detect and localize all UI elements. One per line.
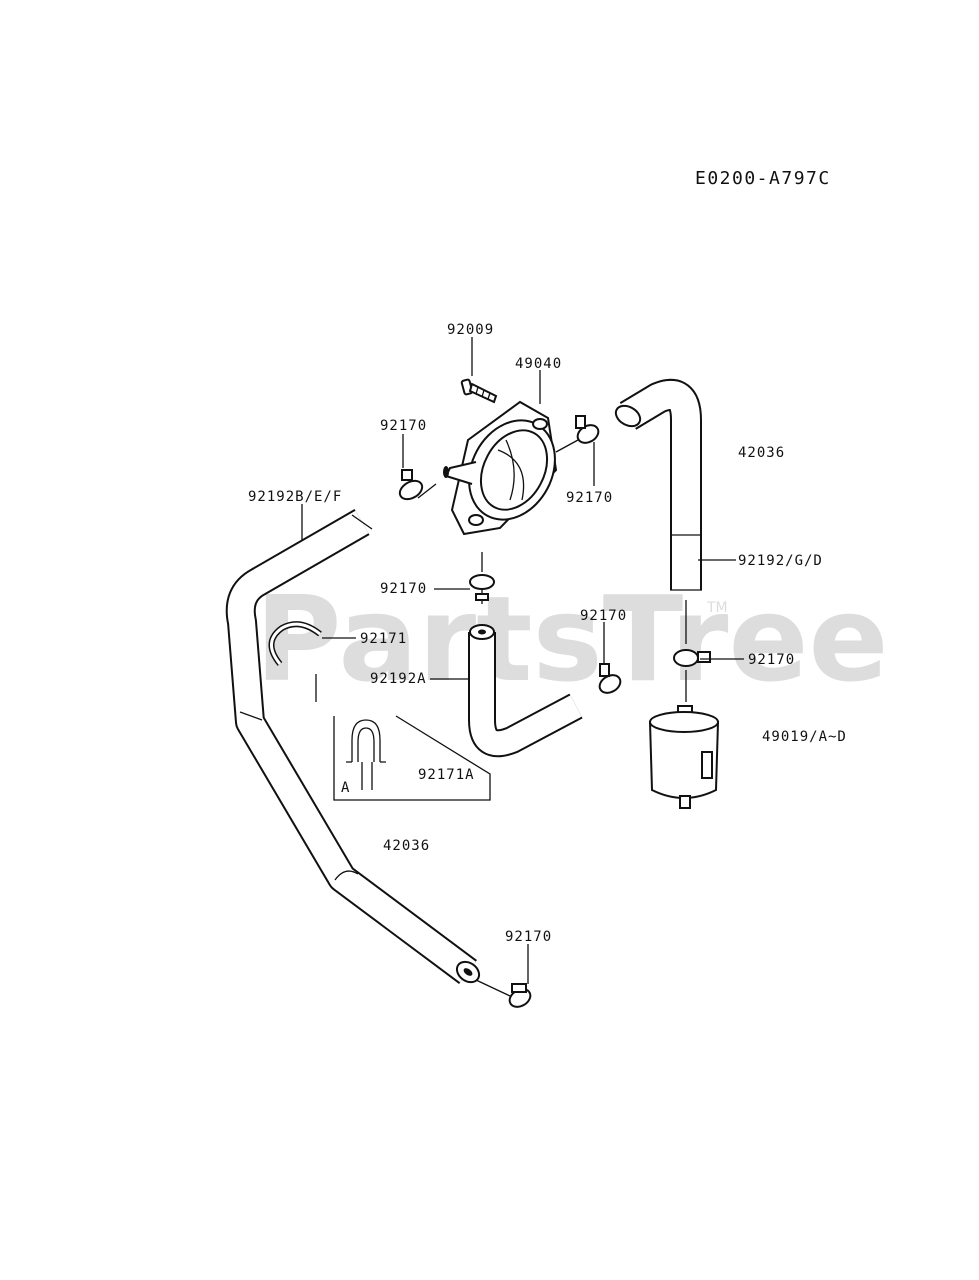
label-92192gd-hose: 92192/G/D: [738, 553, 823, 569]
label-49019-fuel-filter: 49019/A~D: [762, 729, 847, 745]
fuel-filter[interactable]: [648, 705, 720, 809]
label-detail-a: A: [341, 780, 350, 796]
clip-detail-box: [333, 715, 491, 801]
long-fuel-pipe[interactable]: [225, 509, 483, 986]
label-92192a-short-hose: 92192A: [370, 671, 427, 687]
leader-lines: [301, 337, 744, 997]
clamp-filter[interactable]: [673, 649, 711, 667]
label-42036-pipe-lower: 42036: [383, 838, 430, 854]
fuel-pump[interactable]: [443, 400, 572, 536]
clamp-pump-left[interactable]: [397, 469, 426, 503]
diagram-code: E0200-A797C: [695, 168, 831, 189]
clamp-pump-bottom[interactable]: [469, 574, 495, 604]
label-92170-clamp-short-hose: 92170: [580, 608, 627, 624]
screw[interactable]: [460, 378, 498, 404]
label-92171-clip: 92171: [360, 631, 407, 647]
clamp-short-hose[interactable]: [596, 663, 623, 696]
right-fuel-hose[interactable]: [612, 378, 702, 591]
label-92170-clamp-pump-left: 92170: [380, 418, 427, 434]
label-92170-clamp-bottom: 92170: [505, 929, 552, 945]
label-42036-pipe-upper: 42036: [738, 445, 785, 461]
label-92170-clamp-filter: 92170: [748, 652, 795, 668]
watermark-text: PartsTree: [255, 570, 889, 708]
label-92171a-clip-detail: 92171A: [418, 767, 475, 783]
label-49040-fuel-pump: 49040: [515, 356, 562, 372]
watermark-tm: TM: [706, 600, 728, 616]
clamp-bottom[interactable]: [506, 983, 533, 1010]
label-92192bef-hose: 92192B/E/F: [248, 489, 342, 505]
clip[interactable]: [268, 621, 322, 702]
label-92009-screw: 92009: [447, 322, 494, 338]
label-92170-clamp-pump-bottom: 92170: [380, 581, 427, 597]
label-92170-clamp-pump-right: 92170: [566, 490, 613, 506]
clamp-pump-right[interactable]: [574, 415, 601, 446]
short-fuel-hose[interactable]: [468, 624, 583, 758]
